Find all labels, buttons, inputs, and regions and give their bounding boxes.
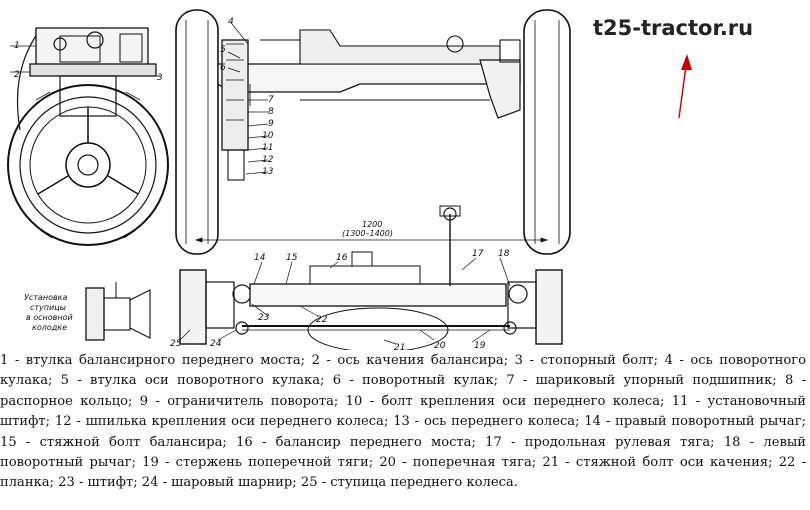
plan-view-axle <box>179 205 563 350</box>
inset-label-line-2: ступицы <box>30 303 66 312</box>
dimension-range: (1300–1400) <box>342 229 393 238</box>
callout-14: 14 <box>254 253 266 263</box>
front-axle-diagram: 1 2 3 4 5 <box>7 9 692 350</box>
side-view-bracket <box>10 27 160 117</box>
callout-11: 11 <box>262 143 273 153</box>
callout-3: 3 <box>157 73 163 83</box>
callout-23: 23 <box>258 313 270 323</box>
callout-25: 25 <box>170 339 182 349</box>
callout-22: 22 <box>316 315 328 325</box>
callout-4: 4 <box>228 17 234 27</box>
callout-17: 17 <box>472 249 484 259</box>
inset-label-line-4: колодке <box>32 323 67 332</box>
callout-15: 15 <box>286 253 298 263</box>
callout-9: 9 <box>268 119 274 129</box>
plan-view-leaders <box>179 257 511 345</box>
callout-5: 5 <box>220 45 226 55</box>
inset-label-line-1: Установка <box>24 293 68 302</box>
side-view-wheel <box>7 29 169 246</box>
inset-hub-drawing <box>85 282 151 341</box>
callout-16: 16 <box>336 253 348 263</box>
front-view-leaders <box>227 23 269 175</box>
callout-24: 24 <box>210 339 222 349</box>
callout-2: 2 <box>14 70 20 80</box>
callout-8: 8 <box>268 107 274 117</box>
callout-19: 19 <box>474 341 486 350</box>
callout-7: 7 <box>268 95 274 105</box>
callout-1: 1 <box>14 41 20 51</box>
callout-13: 13 <box>262 167 274 177</box>
parts-legend: 1 - втулка балансирного переднего моста;… <box>0 353 806 491</box>
front-view-top <box>175 9 571 255</box>
inset-label-line-3: в основной <box>26 313 73 322</box>
site-label: t25-tractor.ru <box>593 16 754 40</box>
callout-20: 20 <box>434 341 446 350</box>
callout-10: 10 <box>262 131 274 141</box>
callout-12: 12 <box>262 155 274 165</box>
dimension-line <box>194 237 549 243</box>
red-arrow-icon <box>678 54 692 119</box>
callout-21: 21 <box>394 343 405 350</box>
callout-6: 6 <box>220 63 226 73</box>
callout-18: 18 <box>498 249 510 259</box>
dimension-main: 1200 <box>362 220 382 229</box>
